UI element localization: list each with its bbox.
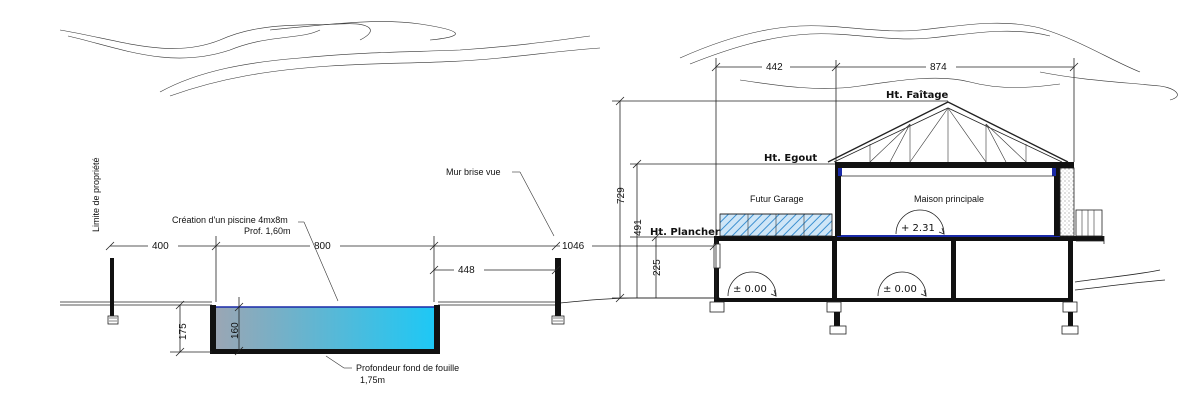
property-limit-post bbox=[107, 258, 119, 325]
ridge-height-label: Ht. Faîtage bbox=[886, 89, 949, 101]
height-leaders bbox=[612, 96, 948, 303]
house-section bbox=[709, 101, 1105, 335]
level-house-floor: + 2.31 bbox=[901, 223, 935, 234]
privacy-wall bbox=[551, 258, 565, 325]
pool-depth-label: Prof. 1,60m bbox=[244, 226, 291, 236]
dim-1046-bg bbox=[560, 239, 592, 252]
dim-800-bg bbox=[310, 239, 340, 252]
level-markers bbox=[727, 209, 945, 297]
annotation-leaders bbox=[298, 171, 555, 369]
dim-175: 175 bbox=[178, 323, 189, 340]
dim-800: 800 bbox=[314, 241, 331, 252]
property-limit-label: Limite de propriété bbox=[91, 157, 101, 232]
dim-1046: 1046 bbox=[562, 241, 585, 252]
pool bbox=[210, 305, 440, 354]
ground-dimension-line bbox=[105, 236, 719, 302]
dim-729: 729 bbox=[616, 187, 627, 204]
floor-height-label: Ht. Plancher bbox=[650, 227, 720, 238]
dim-442: 442 bbox=[766, 62, 783, 73]
dim-442-bg bbox=[762, 60, 790, 73]
gutter-height-label: Ht. Egout bbox=[764, 153, 817, 164]
vegetation-outline bbox=[59, 21, 1178, 101]
garage-label: Futur Garage bbox=[750, 194, 804, 204]
main-house-label: Maison principale bbox=[914, 194, 984, 204]
dim-400-bg bbox=[148, 239, 178, 252]
level-house-ground: ± 0.00 bbox=[883, 284, 917, 295]
ground-line bbox=[60, 269, 1166, 306]
excavation-depth-value: 1,75m bbox=[360, 375, 385, 385]
excavation-depth-label: Profondeur fond de fouille bbox=[356, 363, 459, 373]
dim-225: 225 bbox=[652, 259, 663, 276]
dim-160: 160 bbox=[230, 322, 241, 339]
dim-448: 448 bbox=[458, 265, 475, 276]
pool-creation-label: Création d'un piscine 4mx8m bbox=[172, 215, 288, 225]
dim-448-bg bbox=[454, 263, 484, 276]
pool-depth-dimensions bbox=[170, 297, 244, 357]
dim-874-bg bbox=[926, 60, 956, 73]
dim-491: 491 bbox=[633, 219, 644, 236]
level-garage-ground: ± 0.00 bbox=[733, 284, 767, 295]
top-dimension-line bbox=[711, 58, 1079, 300]
dim-874: 874 bbox=[930, 62, 947, 73]
dim-400: 400 bbox=[152, 241, 169, 252]
privacy-wall-label: Mur brise vue bbox=[446, 167, 501, 177]
